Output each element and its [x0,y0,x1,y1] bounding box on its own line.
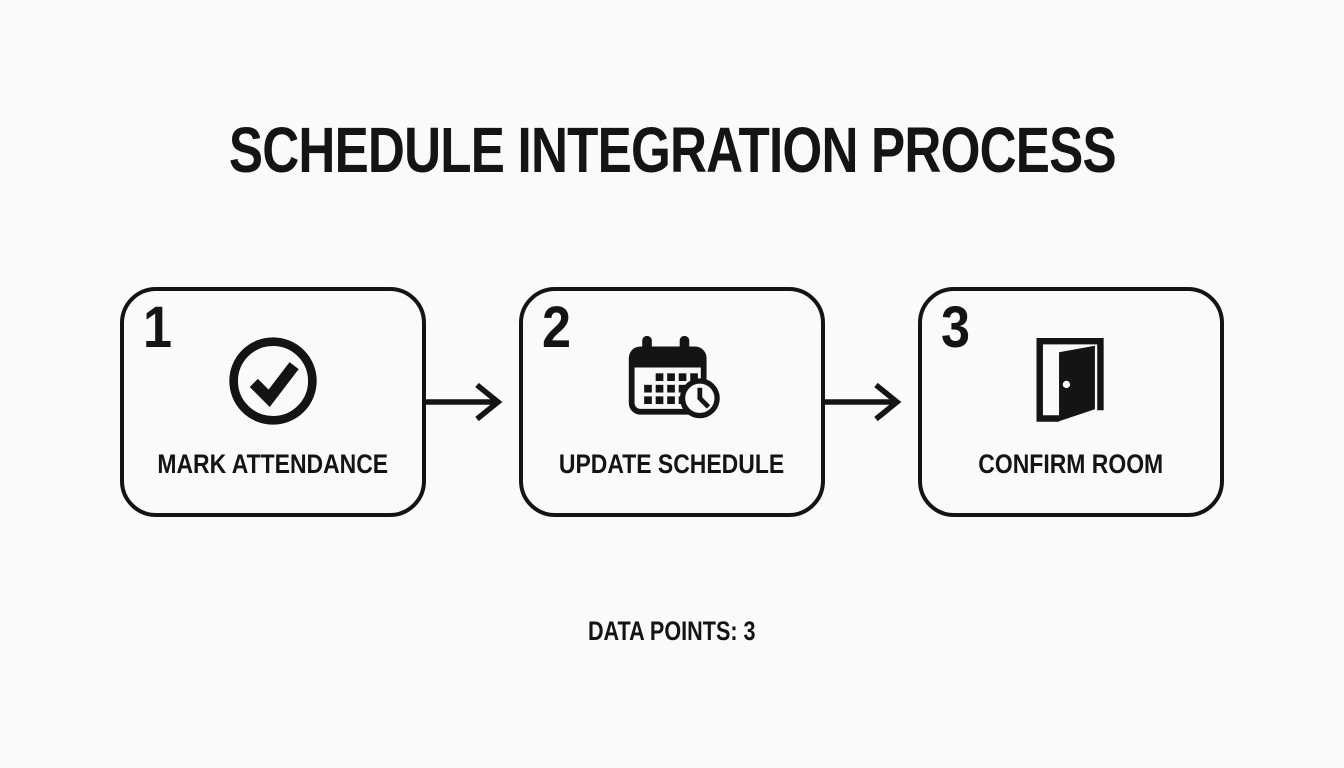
page-title-text: SCHEDULE INTEGRATION PROCESS [228,114,1117,186]
step-label: UPDATE SCHEDULE [559,449,785,479]
flow-arrow-icon [825,380,918,424]
process-flow: 1 MARK ATTENDANCE 2 [0,287,1344,517]
data-points-label: DATA POINTS: 3 [588,616,756,646]
step-number: 3 [941,295,971,360]
step-label: CONFIRM ROOM [978,449,1164,479]
door-open-icon [922,331,1220,425]
step-box-mark-attendance: 1 MARK ATTENDANCE [120,287,426,517]
check-circle-icon [124,333,422,429]
calendar-clock-icon [523,333,821,429]
page-title: SCHEDULE INTEGRATION PROCESS [0,118,1344,182]
step-box-confirm-room: 3 CONFIRM ROOM [918,287,1224,517]
step-number: 1 [143,295,173,360]
step-box-update-schedule: 2 [519,287,825,517]
step-number: 2 [542,295,572,360]
flow-arrow-icon [426,380,519,424]
step-label: MARK ATTENDANCE [157,449,389,479]
